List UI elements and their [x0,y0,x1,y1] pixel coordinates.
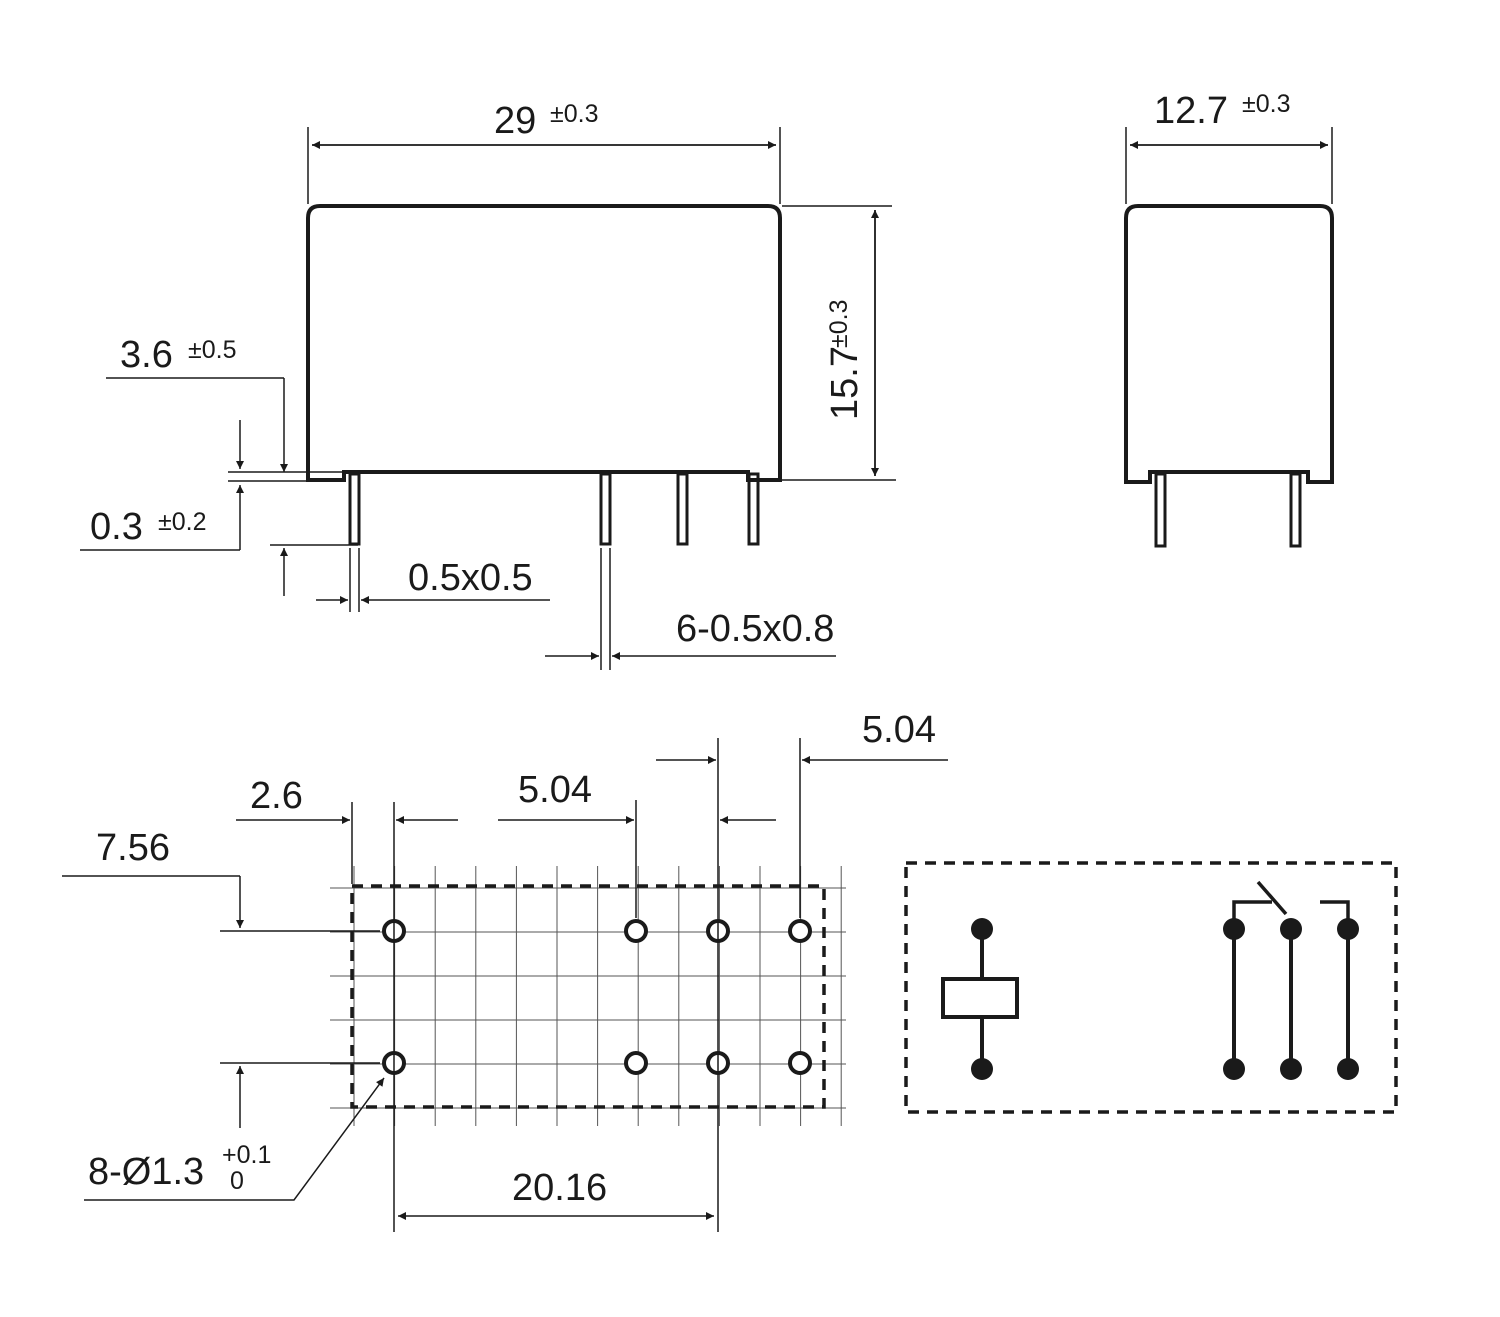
contact-terminal [1280,918,1302,940]
row-spacing-label: 7.56 [96,827,170,869]
hole-tol-plus: +0.1 [222,1141,271,1169]
coil-symbol [941,977,1019,1019]
length-tolerance: ±0.3 [550,100,598,128]
pcb-outline [350,884,826,1109]
hole-spec-label: 8-Ø1.3 [88,1151,204,1193]
contact-terminal [1223,918,1245,940]
coil-pin [348,472,361,546]
coil-terminal [971,918,993,940]
pin-length-tolerance: ±0.5 [188,336,236,364]
side-pin [1154,472,1167,548]
contact-terminal [1280,1058,1302,1080]
switch-blade [1256,880,1288,916]
relay-body-front [306,204,782,482]
front-view: 29 ±0.3 15.7 ±0.3 3.6 ±0.5 0.3 ±0.2 0.5x… [80,100,896,670]
relay-schematic [904,861,1398,1114]
pcb-grid [330,866,846,1126]
height-value: 15.7 [824,346,866,420]
contact-terminal [1223,1058,1245,1080]
contact-terminal [1337,1058,1359,1080]
height-tolerance: ±0.3 [825,300,853,348]
contact-pin [676,472,689,546]
length-value: 29 [494,100,536,142]
contact-pin [747,472,760,546]
pcb-holes [382,919,812,1075]
width-tolerance: ±0.3 [1242,90,1290,118]
pin-length-value: 3.6 [120,334,173,376]
pcb-layout: 2.6 5.04 5.04 7.56 20.16 8-Ø1.3 +0.1 0 [62,709,948,1232]
span-label: 20.16 [512,1167,607,1209]
pcb-hole [624,919,648,943]
pitch-a-label: 5.04 [518,769,592,811]
side-view: 12.7 ±0.3 [1124,90,1334,548]
coil-pin-size: 0.5x0.5 [408,557,533,599]
offset-first-label: 2.6 [250,775,303,817]
width-value: 12.7 [1154,90,1228,132]
hole-tol-minus: 0 [230,1167,244,1195]
pcb-hole [624,1051,648,1075]
pcb-hole [788,1051,812,1075]
side-pin [1289,472,1302,548]
pitch-b-label: 5.04 [862,709,936,751]
standoff-tolerance: ±0.2 [158,508,206,536]
coil-terminal [971,1058,993,1080]
relay-body-side [1124,204,1334,484]
schematic-outline [904,861,1398,1114]
contact-terminal [1337,918,1359,940]
contact-pin [599,472,612,546]
contact-pin-size: 6-0.5x0.8 [676,608,834,650]
pcb-hole [788,919,812,943]
standoff-value: 0.3 [90,506,143,548]
